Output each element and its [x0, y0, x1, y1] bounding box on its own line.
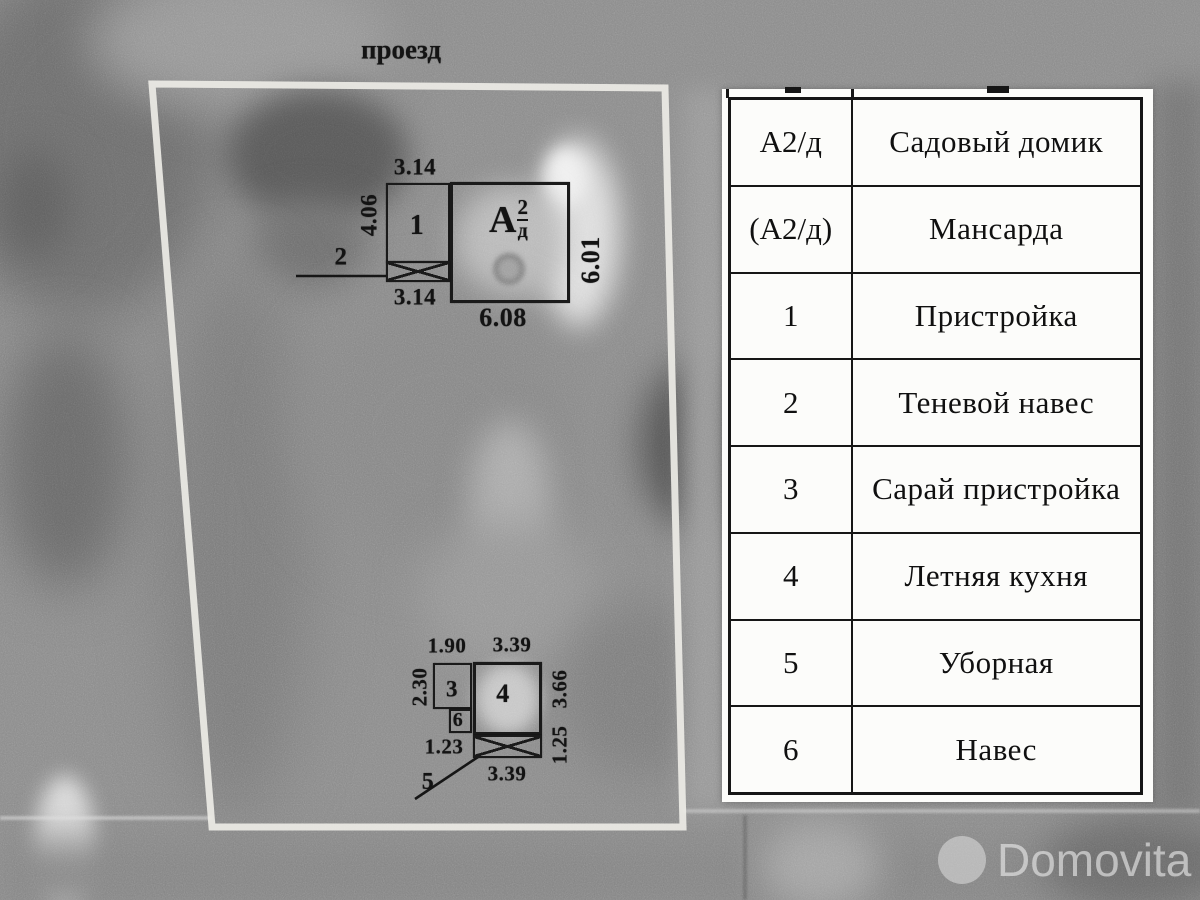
legend-row: 3 Сарай пристройка	[731, 445, 1140, 532]
legend-label-cell: Мансарда	[929, 211, 1064, 247]
building-number-label: 1	[409, 210, 425, 241]
shade-canopy-hatch	[386, 261, 450, 282]
kitchen-outline	[473, 662, 542, 735]
canopy-outline	[449, 709, 472, 733]
legend-label-cell: Навес	[955, 731, 1037, 767]
building-number-label: 2	[334, 243, 348, 271]
legend-code-cell: 3	[731, 447, 853, 532]
dimension-label: 3.14	[393, 154, 437, 180]
legend-label-cell: Летняя кухня	[904, 558, 1088, 594]
dimension-label: 2.30	[407, 667, 432, 707]
legend-code-cell: 2	[731, 360, 853, 445]
legend-code-cell: (А2/д)	[731, 186, 853, 272]
building-number-label: 4	[496, 679, 510, 708]
shed-outline	[433, 663, 472, 709]
building-number-label: 3	[446, 676, 458, 702]
scan-artifact	[987, 86, 1009, 93]
legend-row: 6 Навес	[731, 705, 1140, 792]
legend-row: 1 Пристройка	[731, 271, 1140, 359]
dimension-label: 3.39	[487, 761, 527, 786]
latrine-hatch	[473, 735, 542, 758]
legend-panel: А2/д Садовый домик (А2/д) Мансарда 1 При…	[722, 86, 1153, 802]
house-outline	[450, 182, 570, 303]
road-label: проезд	[360, 34, 442, 65]
legend-label-cell: Уборная	[938, 644, 1054, 680]
legend-label-cell: Теневой навес	[898, 384, 1095, 420]
dimension-label: 1.23	[424, 734, 464, 759]
legend-table: А2/д Садовый домик (А2/д) Мансарда 1 При…	[728, 97, 1143, 795]
house-litera-letter: А	[489, 199, 517, 241]
dimension-label: 3.66	[547, 669, 572, 709]
legend-code-cell: 4	[731, 533, 853, 619]
legend-label-cell: Пристройка	[914, 297, 1078, 333]
scan-artifact	[785, 87, 801, 93]
legend-code-cell: 5	[731, 620, 853, 706]
dimension-label: 1.25	[547, 725, 572, 765]
scan-artifact	[726, 89, 729, 98]
house-litera-label: А 2 д	[489, 197, 528, 242]
dimension-label: 3.14	[393, 284, 437, 310]
legend-label-cell: Сарай пристройка	[872, 471, 1121, 507]
legend-row: А2/д Садовый домик	[731, 100, 1140, 185]
dimension-label: 6.01	[576, 236, 605, 284]
dimension-label: 6.08	[479, 303, 527, 332]
legend-row: 5 Уборная	[731, 618, 1140, 706]
dimension-label: 4.06	[356, 193, 382, 237]
legend-code-cell: 6	[731, 707, 853, 792]
dimension-label: 3.39	[492, 632, 532, 657]
legend-code-cell: 1	[731, 273, 853, 359]
building-number-label: 6	[452, 709, 464, 731]
scan-artifact	[851, 89, 854, 98]
legend-row: (А2/д) Мансарда	[731, 184, 1140, 272]
building-number-label: 5	[421, 769, 435, 795]
legend-code-cell: А2/д	[731, 100, 853, 185]
legend-row: 2 Теневой навес	[731, 358, 1140, 445]
legend-row: 4 Летняя кухня	[731, 531, 1140, 619]
legend-label-cell: Садовый домик	[889, 124, 1104, 160]
house-litera-index: 2 д	[517, 195, 528, 242]
dimension-label: 1.90	[427, 633, 467, 658]
